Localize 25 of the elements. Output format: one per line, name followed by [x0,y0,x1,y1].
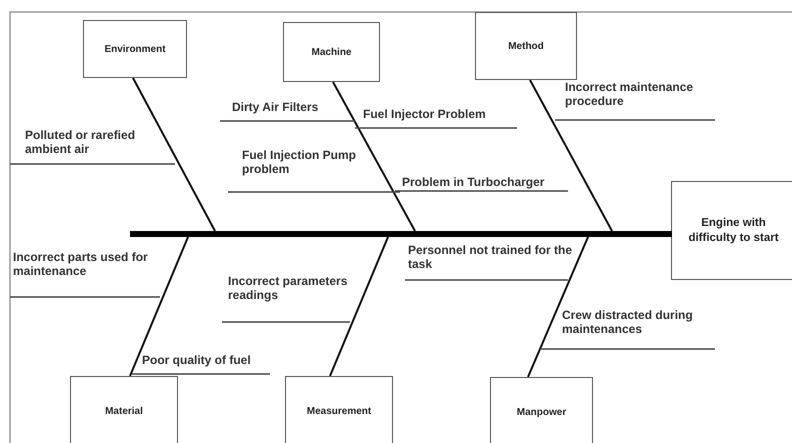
cause-label: Fuel Injector Problem [363,107,487,122]
category-box: Method [475,12,577,80]
category-box: Machine [283,22,380,82]
cause-label: Fuel Injection Pump problem [242,148,358,177]
cause-label: Polluted or rarefied ambient air [25,128,136,157]
cause-label: Poor quality of fuel [142,353,252,368]
cause-label: Incorrect maintenance procedure [565,80,694,109]
bone-line [527,236,589,378]
cause-label: Dirty Air Filters [232,100,320,114]
category-box: Environment [83,20,187,78]
bone-line [129,236,189,376]
category-box: Manpower [490,377,593,443]
bone-line [529,80,613,232]
cause-label: Incorrect parts used for maintenance [13,250,149,279]
category-box: Measurement [285,376,393,443]
spine-bar [130,231,672,237]
cause-label: Crew distracted during maintenances [562,308,694,337]
cause-label: Incorrect parameters readings [228,274,348,303]
effect-box: Engine with difficulty to start [671,181,792,280]
bone-line [332,82,416,232]
category-box: Material [70,376,178,443]
cause-label: Personnel not trained for the task [408,243,573,272]
cause-label: Problem in Turbocharger [402,175,546,190]
bone-line [329,236,389,376]
bone-line [132,78,216,232]
